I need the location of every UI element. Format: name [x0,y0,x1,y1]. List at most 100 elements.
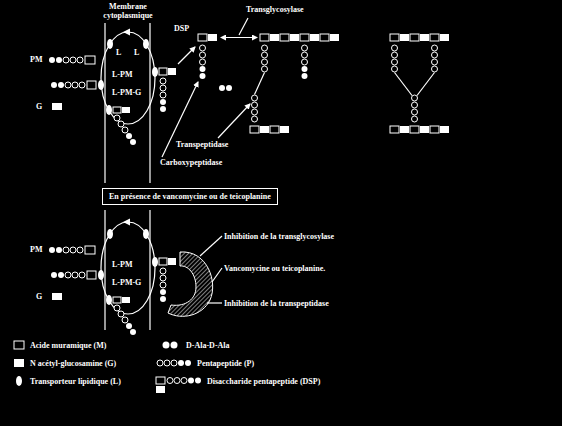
crosslinked-peptidoglycan [392,52,398,58]
peptidoglycan-strand [262,52,268,58]
dsp-unit [200,45,206,51]
crosslinked-peptidoglycan [432,52,438,58]
membrane-line [105,23,150,330]
inhibition-label: Inhibition de la transglycosylase [224,232,334,241]
peptidoglycan-strand [302,59,308,65]
crosslinked-peptidoglycan [432,45,438,51]
blocked-dsp [160,296,166,302]
crosslinked-peptidoglycan [400,34,409,41]
membrane-line [149,210,150,330]
crosslinked-peptidoglycan [412,102,418,108]
crosslinked-peptidoglycan [440,126,449,133]
leader-line [207,302,222,303]
legend-sample [14,341,201,393]
crosslinked-peptidoglycan [412,116,418,122]
legend-sample [16,376,22,386]
dsp-unit [200,59,206,65]
inhibition-label: Inhibition de la transpeptidase [224,299,329,308]
crosslinked-peptidoglycan [440,34,449,41]
crosslinked-peptidoglycan [395,73,413,96]
peptidoglycan-strand [302,52,308,58]
dsp-unit [200,73,206,79]
peptidoglycan-strand [300,34,309,41]
leader-line [200,236,222,303]
crosslinked-peptidoglycan [392,45,398,51]
lipid-cycle [49,29,155,146]
molecule-label: G [36,102,42,111]
crosslinked-peptidoglycan [400,126,409,133]
crosslinked-peptidoglycan [430,34,439,41]
legend-text: N acétyl-glucosamine (G) [30,359,116,368]
legend-text: Acide muramique (M) [30,341,106,350]
crosslinked-peptidoglycan [410,34,419,41]
carrier-label: L [116,48,121,57]
dsp-unit [198,34,207,41]
legend-sample [157,360,163,366]
peptidoglycan-strand [252,116,258,122]
molecule-label: PM [30,245,42,254]
peptidoglycan-strand [280,34,289,41]
peptidoglycan-strand [252,95,258,101]
molecule-label: L-PM [112,260,132,269]
crosslinked-peptidoglycan [412,95,418,101]
peptidoglycan-strand [280,126,289,133]
legend-text: D-Ala-D-Ala [186,341,230,350]
lipid-cycle [49,219,155,336]
crosslinked-peptidoglycan [412,109,418,115]
blocked-dsp [152,257,158,267]
blocked-dsp [160,289,166,295]
molecule-label: L-PM-G [112,278,141,287]
crosslinked-peptidoglycan [392,59,398,65]
dsp-on-carrier [178,47,195,64]
membrane-label: Membrane cytoplasmique [96,2,160,20]
dsp-unit [200,66,206,72]
molecule-label: L-PM-G [112,88,141,97]
crosslinked-peptidoglycan [430,126,439,133]
peptidoglycan-strand [262,59,268,65]
vancomycin-shape [168,252,213,316]
peptidoglycan-strand [262,66,268,72]
condition-box: En présence de vancomycine ou de teicopl… [102,188,278,205]
enzyme-label: Transpeptidase [176,140,228,149]
dsp-on-carrier [168,68,176,75]
blocked-dsp [160,275,166,281]
molecule-label: PM [30,55,42,64]
enzyme-label: Transglycosylase [246,5,304,14]
dsp-on-carrier [160,99,166,105]
crosslinked-peptidoglycan [432,66,438,72]
peptidoglycan-strand [302,45,308,51]
legend-sample [185,360,191,366]
enzyme-arrow [218,104,250,138]
legend-text: Pentapeptide (P) [197,359,254,368]
blocked-dsp [160,268,166,274]
peptidoglycan-strand [250,34,339,133]
blocked-dsp [168,258,176,265]
crosslinked-peptidoglycan [392,66,398,72]
legend-text: Disaccharide pentapeptide (DSP) [207,377,320,386]
legend-sample [14,341,24,349]
peptidoglycan-strand [255,73,265,95]
blocked-dsp [159,258,167,265]
crosslinked-peptidoglycan [432,59,438,65]
peptidoglycan-strand [270,126,279,133]
peptidoglycan-strand [252,109,258,115]
molecule-label: DSP [174,24,189,33]
enzyme-arrow [239,18,248,35]
peptidoglycan-strand [320,34,329,41]
dsp-unit [200,52,206,58]
legend-text: Transporteur lipidique (L) [30,377,121,386]
blocked-dsp [152,257,176,302]
dsp-unit [226,85,232,91]
dsp-on-carrier [160,92,166,98]
dsp-unit [219,85,225,91]
peptidoglycan-strand [310,34,319,41]
peptidoglycan-strand [330,34,339,41]
crosslinked-peptidoglycan [417,73,435,96]
drug-label: Vancomycine ou teicoplanine. [224,264,325,273]
peptidoglycan-strand [260,34,269,41]
legend-sample [167,378,173,384]
crosslinked-peptidoglycan [420,34,429,41]
carrier-label: L [134,48,139,57]
peptidoglycan-strand [302,73,308,79]
legend-sample [156,386,165,393]
